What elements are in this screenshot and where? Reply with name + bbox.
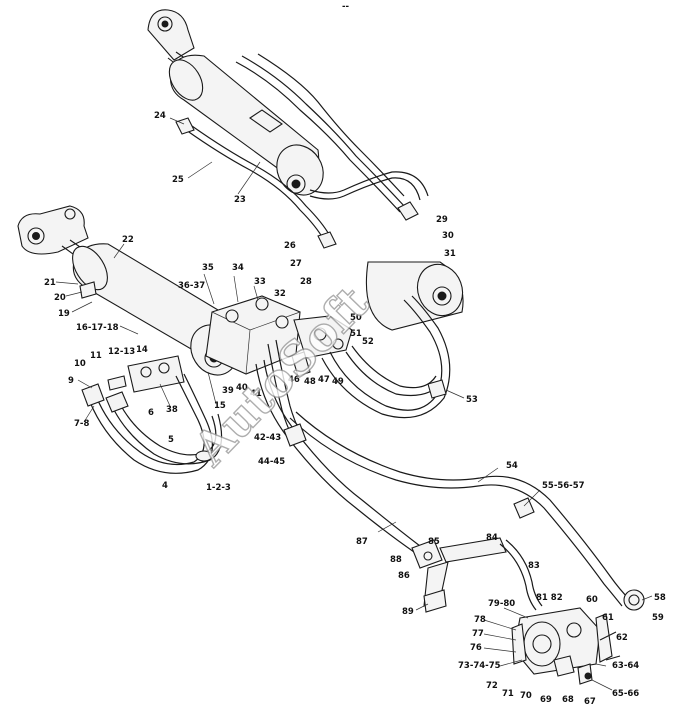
callout-24: 24 <box>154 111 166 121</box>
callout-4: 4 <box>162 481 168 491</box>
callout-58: 58 <box>654 593 666 603</box>
callout-54: 54 <box>506 461 518 471</box>
callout-78: 78 <box>474 615 486 625</box>
bracket-assembly <box>411 537 543 613</box>
callout-61: 61 <box>602 613 614 623</box>
callout-19: 19 <box>58 309 70 319</box>
callout-53: 53 <box>466 395 478 405</box>
callout-55-56-57: 55-56-57 <box>542 481 585 491</box>
callout-10: 10 <box>74 359 86 369</box>
callout-48: 48 <box>304 377 316 387</box>
callout-11: 11 <box>90 351 102 361</box>
callout-89: 89 <box>402 607 414 617</box>
left-hose-loops <box>81 373 223 474</box>
callout-9: 9 <box>68 376 74 386</box>
callout-20: 20 <box>54 293 66 303</box>
main-supply-hoses <box>255 339 645 611</box>
callout-38: 38 <box>166 405 178 415</box>
callout-62: 62 <box>616 633 628 643</box>
callout-65-66: 65-66 <box>612 689 639 699</box>
callout-33: 33 <box>254 277 266 287</box>
callout-44-45: 44-45 <box>258 457 285 467</box>
callout-47: 47 <box>318 375 330 385</box>
callout-71: 71 <box>502 689 514 699</box>
upper-hoses <box>175 53 429 249</box>
right-cylinder-end <box>365 261 464 331</box>
callout-46: 46 <box>288 375 300 385</box>
callout-15: 15 <box>214 401 226 411</box>
callout-70: 70 <box>520 691 532 701</box>
upper-cylinder <box>147 9 324 196</box>
callout-85: 85 <box>428 537 440 547</box>
callout-23: 23 <box>234 195 246 205</box>
callout-5: 5 <box>168 435 174 445</box>
callout-67: 67 <box>584 697 596 707</box>
callout-72: 72 <box>486 681 498 691</box>
callout-16-17-18: 16-17-18 <box>76 323 119 333</box>
callout-42-43: 42-43 <box>254 433 281 443</box>
header-mark: -- <box>342 2 350 12</box>
callout-12-13: 12-13 <box>108 347 135 357</box>
callout-29: 29 <box>436 215 448 225</box>
callout-7-8: 7-8 <box>74 419 89 429</box>
callout-28: 28 <box>300 277 312 287</box>
callout-31: 31 <box>444 249 456 259</box>
callout-22: 22 <box>122 235 134 245</box>
right-hose-loops <box>321 295 451 419</box>
callout-79-80: 79-80 <box>488 599 515 609</box>
callout-52: 52 <box>362 337 374 347</box>
callout-60: 60 <box>586 595 598 605</box>
callout-88: 88 <box>390 555 402 565</box>
callout-21: 21 <box>44 278 56 288</box>
callout-6: 6 <box>148 408 154 418</box>
callout-83: 83 <box>528 561 540 571</box>
callout-35: 35 <box>202 263 214 273</box>
leader-lines <box>55 117 653 691</box>
callout-51: 51 <box>350 329 362 339</box>
callout-14: 14 <box>136 345 148 355</box>
callout-63-64: 63-64 <box>612 661 639 671</box>
callout-69: 69 <box>540 695 552 705</box>
callout-73-74-75: 73-74-75 <box>458 661 501 671</box>
callout-50: 50 <box>350 313 362 323</box>
callout-1-2-3: 1-2-3 <box>206 483 231 493</box>
callout-76: 76 <box>470 643 482 653</box>
callout-26: 26 <box>284 241 296 251</box>
callout-41: 41 <box>250 389 262 399</box>
callout-87: 87 <box>356 537 368 547</box>
callout-32: 32 <box>274 289 286 299</box>
callout-68: 68 <box>562 695 574 705</box>
callout-49: 49 <box>332 377 344 387</box>
callout-34: 34 <box>232 263 244 273</box>
callout-27: 27 <box>290 259 302 269</box>
callout-40: 40 <box>236 383 248 393</box>
callout-84: 84 <box>486 533 498 543</box>
callout-81-82: 81 82 <box>536 593 563 603</box>
callout-77: 77 <box>472 629 484 639</box>
callout-30: 30 <box>442 231 454 241</box>
callout-36-37: 36-37 <box>178 281 205 291</box>
callout-59: 59 <box>652 613 664 623</box>
pump-assembly <box>511 607 621 685</box>
callout-25-upper: 25 <box>172 175 184 185</box>
callout-86: 86 <box>398 571 410 581</box>
valve-block <box>107 295 353 393</box>
callout-39: 39 <box>222 386 234 396</box>
callout-labels: 24 25 23 22 21 20 19 16-17-18 35 34 33 3… <box>44 111 666 707</box>
